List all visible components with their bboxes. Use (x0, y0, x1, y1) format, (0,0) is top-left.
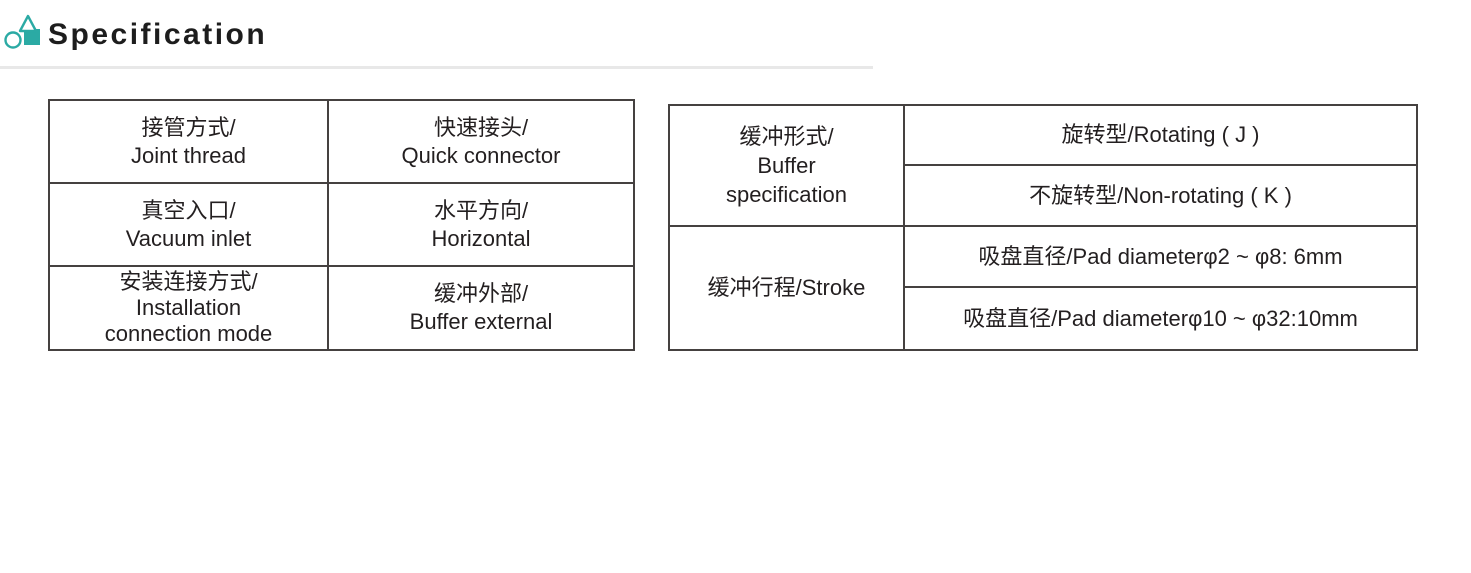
header-divider (0, 66, 873, 69)
spec-cell-installation-mode: 安装连接方式/ Installation connection mode (48, 265, 329, 351)
table-row: 安装连接方式/ Installation connection mode 缓冲外… (48, 265, 635, 351)
spec-cell-buffer-external: 缓冲外部/ Buffer external (327, 265, 635, 351)
table-row: 真空入口/ Vacuum inlet 水平方向/ Horizontal (48, 182, 635, 267)
square-shape (24, 29, 40, 45)
table-row: 不旋转型/Non-rotating ( K ) (669, 164, 1418, 227)
table-row: 接管方式/ Joint thread 快速接头/ Quick connector (48, 99, 635, 184)
shapes-icon (4, 14, 40, 49)
right-spec-table: 缓冲形式/ Buffer specification 旋转型/Rotating … (668, 104, 1418, 351)
table-row: 缓冲行程/Stroke 吸盘直径/Pad diameterφ2 ~ φ8: 6m… (668, 225, 1418, 351)
circle-shape (4, 31, 22, 49)
table-row: 吸盘直径/Pad diameterφ10 ~ φ32:10mm (669, 286, 1418, 351)
spec-cell-pad-diameter-large: 吸盘直径/Pad diameterφ10 ~ φ32:10mm (903, 286, 1418, 351)
table-row: 缓冲形式/ Buffer specification 旋转型/Rotating … (668, 104, 1418, 227)
spec-cell-quick-connector: 快速接头/ Quick connector (327, 99, 635, 184)
triangle-shape (18, 14, 38, 33)
spec-cell-pad-diameter-small: 吸盘直径/Pad diameterφ2 ~ φ8: 6mm (903, 225, 1418, 288)
spec-cell-stroke: 缓冲行程/Stroke (668, 225, 905, 351)
spec-cell-joint-thread: 接管方式/ Joint thread (48, 99, 329, 184)
spec-cell-buffer-specification: 缓冲形式/ Buffer specification (668, 104, 905, 227)
spec-cell-non-rotating: 不旋转型/Non-rotating ( K ) (903, 164, 1418, 227)
spec-cell-rotating: 旋转型/Rotating ( J ) (903, 104, 1418, 166)
page-title: Specification (48, 18, 268, 51)
spec-cell-horizontal: 水平方向/ Horizontal (327, 182, 635, 267)
spec-cell-vacuum-inlet: 真空入口/ Vacuum inlet (48, 182, 329, 267)
left-spec-table: 接管方式/ Joint thread 快速接头/ Quick connector… (48, 99, 635, 351)
